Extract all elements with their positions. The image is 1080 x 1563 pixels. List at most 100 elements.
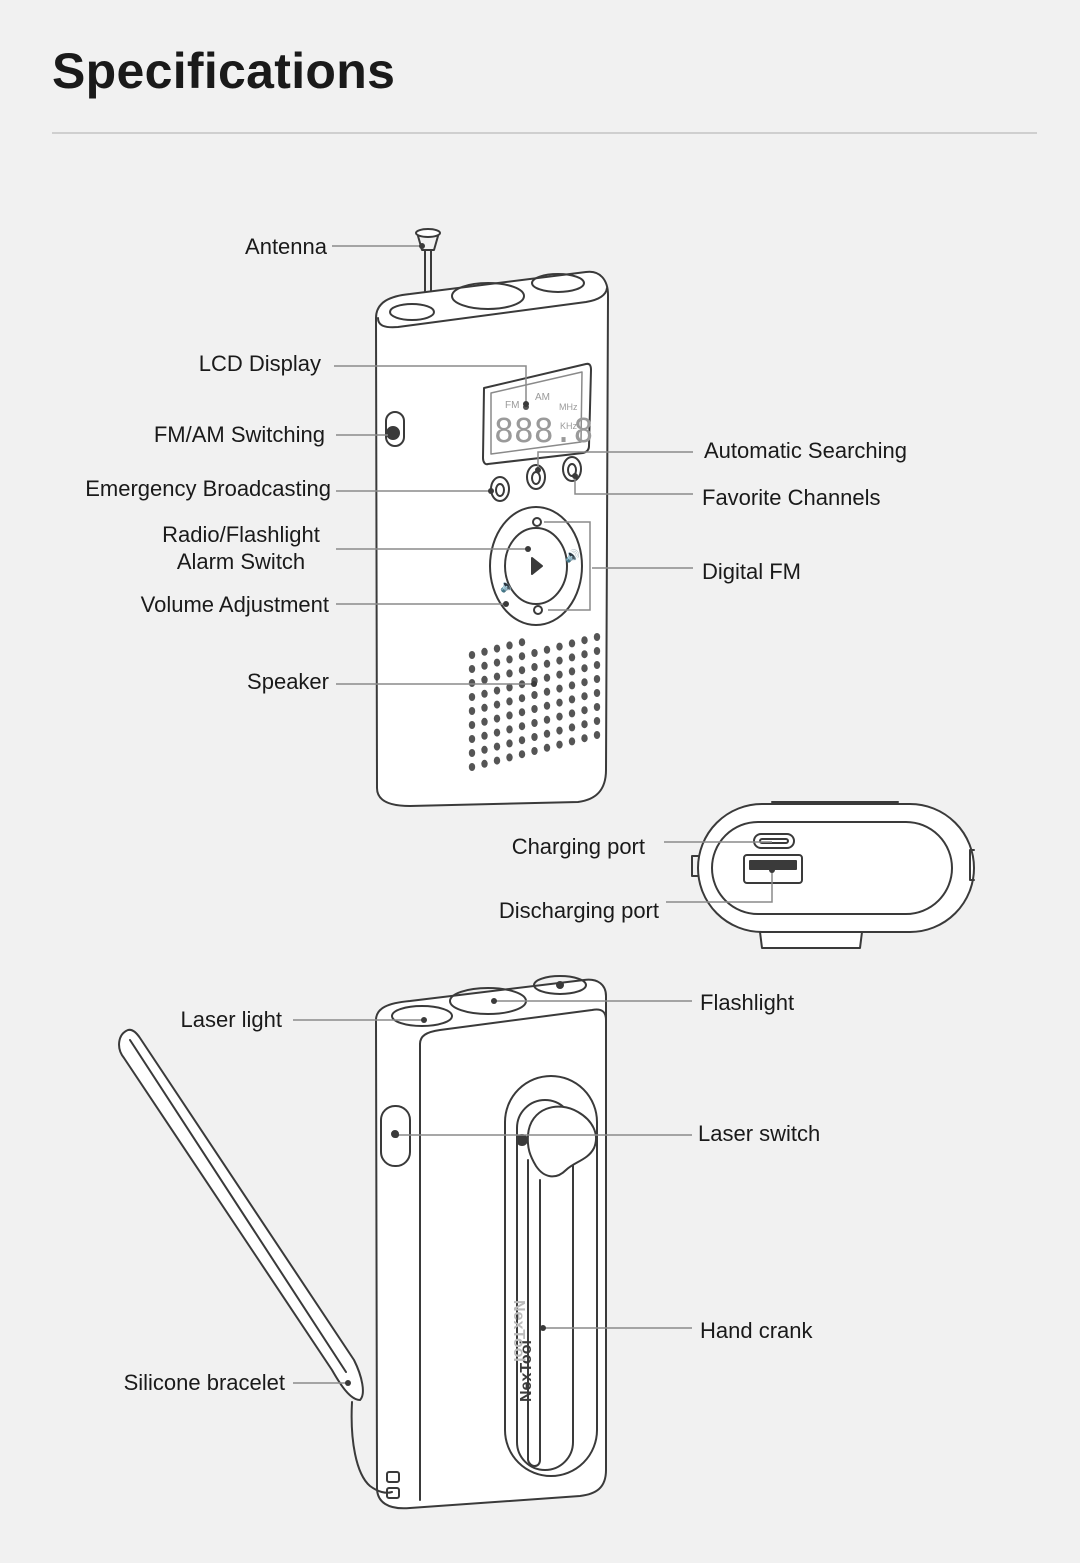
- speaker-hole: [593, 689, 601, 697]
- speaker-hole: [593, 731, 601, 739]
- speaker-hole: [506, 753, 513, 762]
- emergency-button: [490, 476, 510, 502]
- title-divider: [52, 132, 1037, 134]
- speaker-hole: [531, 649, 538, 657]
- speaker-hole: [556, 740, 563, 749]
- speaker-hole: [493, 644, 501, 653]
- speaker-hole: [568, 681, 576, 690]
- speaker-hole: [593, 661, 601, 669]
- leader-lines: [293, 245, 773, 1384]
- speaker-hole: [581, 664, 588, 673]
- lcd-display: FM AM 888.8 MHz KHz: [482, 362, 593, 466]
- control-ring: 🔊 🔈: [489, 506, 583, 626]
- speaker-hole: [581, 706, 588, 715]
- radio-bottom-view: [691, 801, 975, 949]
- speaker-hole: [518, 708, 526, 717]
- speaker-hole: [593, 703, 601, 711]
- speaker-hole: [581, 636, 588, 645]
- speaker-hole: [506, 697, 513, 706]
- label-radio-flashlight-line1: Radio/Flashlight: [162, 522, 320, 547]
- speaker-hole: [568, 737, 576, 746]
- radio-front-view: FM AM 888.8 MHz KHz 🔊 🔈: [375, 228, 609, 807]
- speaker-hole: [468, 735, 476, 743]
- speaker-hole: [531, 747, 538, 755]
- speaker-hole: [568, 653, 576, 662]
- speaker-hole: [468, 721, 476, 729]
- speaker-hole: [468, 693, 476, 701]
- svg-text:🔊: 🔊: [565, 548, 580, 563]
- label-flashlight: Flashlight: [700, 990, 795, 1015]
- speaker-hole: [481, 661, 488, 670]
- speaker-hole: [556, 712, 563, 721]
- speaker-hole: [481, 759, 488, 768]
- speaker-hole: [506, 711, 513, 720]
- speaker-hole: [493, 686, 501, 695]
- speaker-hole: [493, 742, 501, 751]
- lcd-mhz-text: MHz: [559, 402, 578, 412]
- speaker-hole: [493, 714, 501, 723]
- speaker-hole: [531, 733, 538, 741]
- speaker-hole: [531, 691, 538, 699]
- label-lcd-display: LCD Display: [198, 351, 321, 376]
- label-laser-light: Laser light: [180, 1007, 282, 1032]
- speaker-hole: [556, 656, 563, 665]
- speaker-hole: [518, 666, 526, 675]
- silicone-bracelet-part: [118, 1028, 400, 1499]
- speaker-hole: [593, 647, 601, 655]
- speaker-hole: [506, 725, 513, 734]
- speaker-hole: [581, 650, 588, 659]
- speaker-grille: [468, 633, 601, 771]
- speaker-hole: [593, 633, 601, 641]
- speaker-hole: [481, 731, 488, 740]
- speaker-hole: [518, 638, 526, 647]
- page-title: Specifications: [52, 43, 396, 99]
- speaker-hole: [518, 694, 526, 703]
- label-hand-crank: Hand crank: [700, 1318, 813, 1343]
- label-speaker: Speaker: [247, 669, 329, 694]
- speaker-hole: [531, 719, 538, 727]
- speaker-hole: [506, 669, 513, 678]
- brand-emboss-text: NexTool: [510, 1300, 527, 1362]
- label-antenna: Antenna: [245, 234, 327, 259]
- speaker-hole: [531, 705, 538, 713]
- speaker-hole: [556, 726, 563, 735]
- speaker-hole: [543, 673, 551, 682]
- speaker-hole: [556, 684, 563, 693]
- speaker-hole: [493, 728, 501, 737]
- speaker-hole: [581, 678, 588, 687]
- fm-am-switch: [385, 411, 405, 447]
- speaker-hole: [468, 679, 476, 687]
- label-laser-switch: Laser switch: [698, 1121, 821, 1146]
- speaker-hole: [543, 743, 551, 752]
- speaker-hole: [481, 647, 488, 656]
- speaker-hole: [568, 639, 576, 648]
- speaker-hole: [593, 717, 601, 725]
- speaker-hole: [506, 739, 513, 748]
- speaker-hole: [568, 709, 576, 718]
- speaker-hole: [481, 717, 488, 726]
- speaker-hole: [506, 655, 513, 664]
- speaker-hole: [481, 689, 488, 698]
- speaker-hole: [518, 750, 526, 759]
- brand-mark-text: NexTool: [518, 1340, 535, 1402]
- speaker-hole: [493, 756, 501, 765]
- leader-dots: [345, 243, 775, 1386]
- speaker-hole: [568, 667, 576, 676]
- label-emergency-broadcasting: Emergency Broadcasting: [85, 476, 331, 501]
- speaker-hole: [543, 659, 551, 668]
- speaker-hole: [481, 745, 488, 754]
- label-silicone-bracelet: Silicone bracelet: [123, 1370, 285, 1395]
- speaker-hole: [481, 703, 488, 712]
- lcd-khz-text: KHz: [560, 421, 578, 431]
- label-favorite-channels: Favorite Channels: [702, 485, 881, 510]
- speaker-hole: [493, 700, 501, 709]
- speaker-hole: [468, 763, 476, 771]
- speaker-hole: [468, 707, 476, 715]
- label-volume-adjustment: Volume Adjustment: [140, 592, 329, 617]
- speaker-hole: [518, 722, 526, 731]
- speaker-hole: [568, 723, 576, 732]
- speaker-hole: [468, 665, 476, 673]
- speaker-hole: [518, 736, 526, 745]
- speaker-hole: [581, 692, 588, 701]
